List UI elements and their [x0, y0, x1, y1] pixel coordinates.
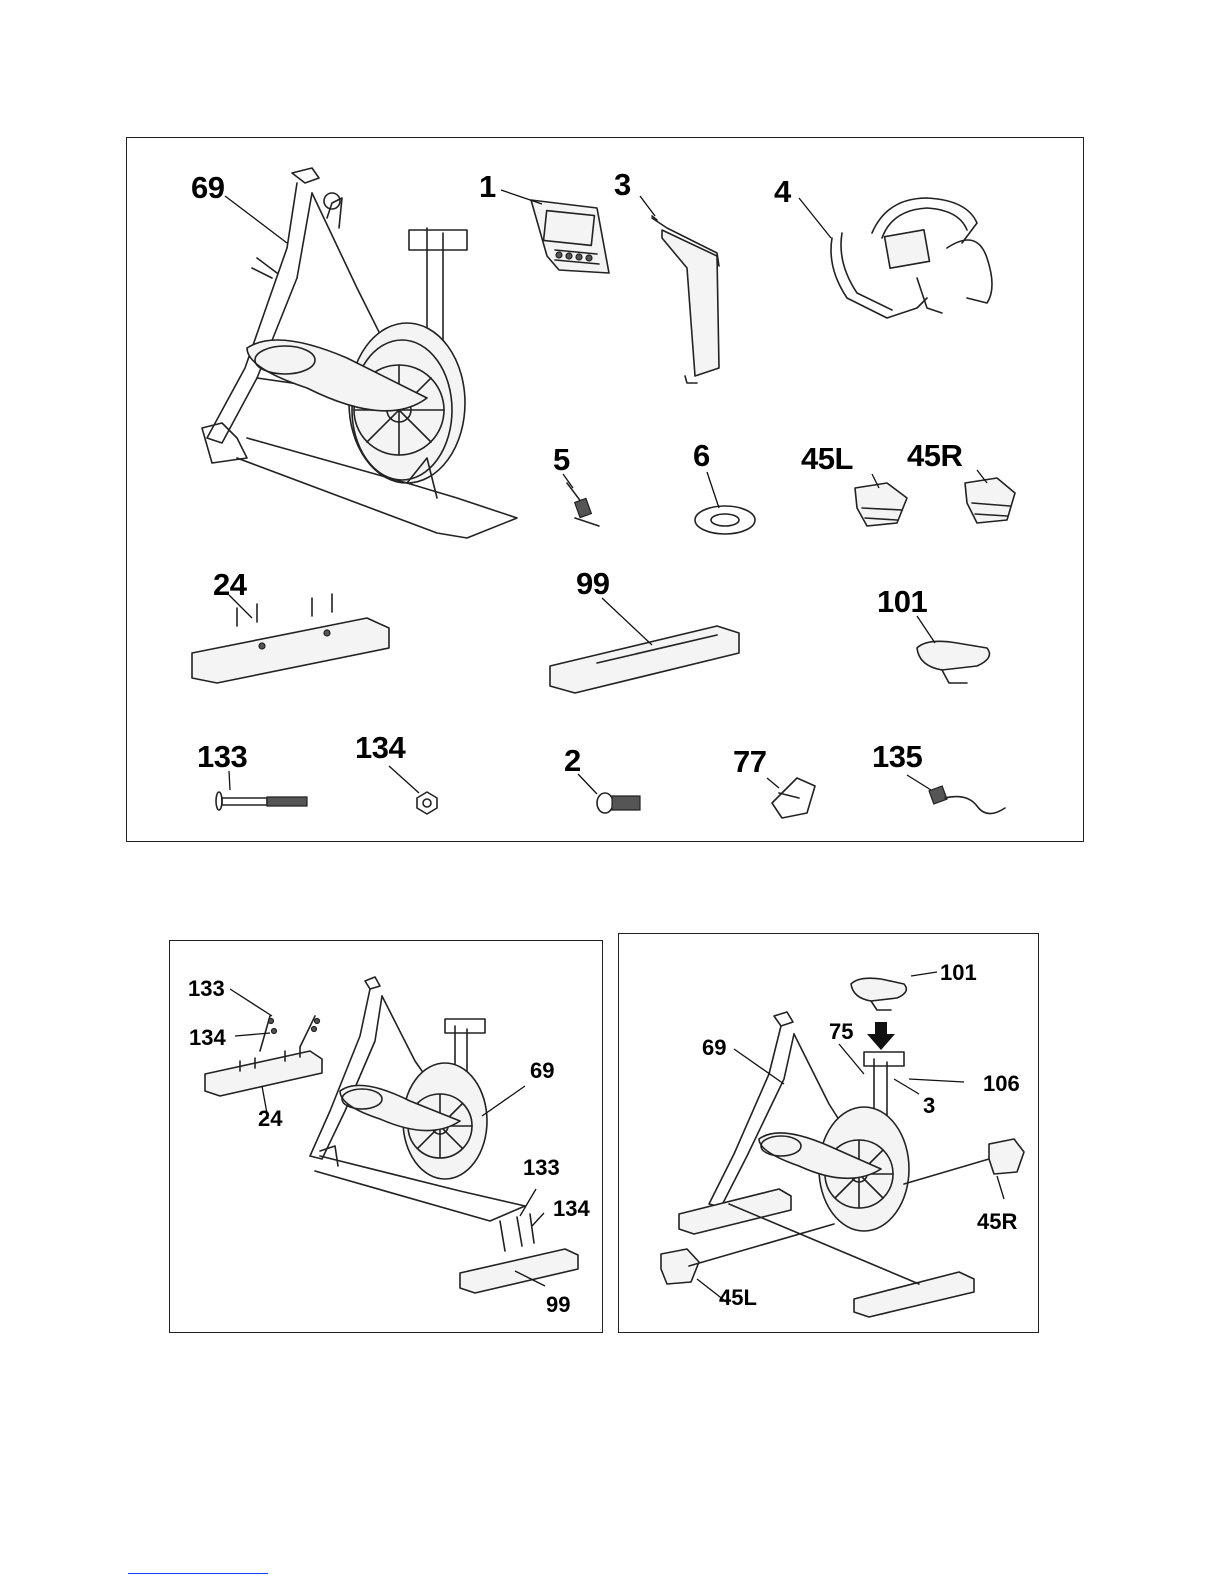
rear-stabilizer-drawing	[550, 626, 739, 693]
step2-label-106: 106	[983, 1073, 1020, 1095]
part-label-45R: 45R	[907, 440, 962, 471]
part-label-4: 4	[774, 176, 791, 207]
part-label-69: 69	[191, 172, 224, 203]
parts-overview-panel: 69 1 3 4 5 6 45L 45R 24 99 101 133 134 2…	[126, 137, 1084, 842]
handlebar-drawing	[831, 198, 992, 318]
part-label-6: 6	[693, 440, 710, 471]
front-stabilizer-drawing	[192, 594, 389, 683]
parts-overview-drawing	[127, 138, 1085, 843]
step1-label-133-right: 133	[523, 1157, 560, 1179]
step2-label-101: 101	[940, 962, 977, 984]
part-label-2: 2	[564, 745, 581, 776]
bracket-drawing	[772, 778, 815, 818]
step1-stabilizer-panel: 133 134 24 69 133 134 99	[169, 940, 603, 1333]
step2-label-45R: 45R	[977, 1211, 1017, 1233]
step1-label-69: 69	[530, 1060, 554, 1082]
footer-link-underline	[128, 1573, 268, 1574]
step2-label-75: 75	[829, 1021, 853, 1043]
part-label-77: 77	[733, 746, 766, 777]
pedal-right-drawing	[965, 478, 1015, 523]
part-label-135: 135	[872, 741, 922, 772]
washer-drawing	[695, 506, 755, 534]
part-label-5: 5	[553, 444, 570, 475]
part-label-45L: 45L	[801, 443, 853, 474]
step1-label-134-left: 134	[189, 1027, 226, 1049]
part-label-3: 3	[614, 169, 631, 200]
step2-drawing	[619, 934, 1040, 1334]
nut-drawing	[417, 792, 437, 814]
bike-frame-drawing	[202, 168, 517, 538]
step2-label-3: 3	[923, 1095, 935, 1117]
pedal-left-drawing	[855, 483, 907, 526]
knob-drawing	[567, 483, 599, 526]
seat-drawing	[917, 641, 989, 683]
step1-label-99: 99	[546, 1294, 570, 1316]
part-label-99: 99	[576, 568, 609, 599]
step1-label-133-left: 133	[188, 978, 225, 1000]
step1-drawing	[170, 941, 604, 1334]
adapter-drawing	[929, 786, 1005, 814]
step2-label-45L: 45L	[719, 1287, 757, 1309]
screw-drawing	[597, 793, 640, 813]
part-label-1: 1	[479, 171, 496, 202]
carriage-bolt-drawing	[216, 792, 307, 810]
console-drawing	[531, 200, 609, 273]
step1-label-134-right: 134	[553, 1198, 590, 1220]
part-label-133: 133	[197, 741, 247, 772]
part-label-134: 134	[355, 732, 405, 763]
step2-label-69: 69	[702, 1037, 726, 1059]
part-label-101: 101	[877, 586, 927, 617]
step2-seat-pedal-panel: 101 75 69 106 3 45R 45L	[618, 933, 1039, 1333]
part-label-24: 24	[213, 569, 246, 600]
seat-post-drawing	[652, 216, 719, 383]
step1-label-24: 24	[258, 1108, 282, 1130]
